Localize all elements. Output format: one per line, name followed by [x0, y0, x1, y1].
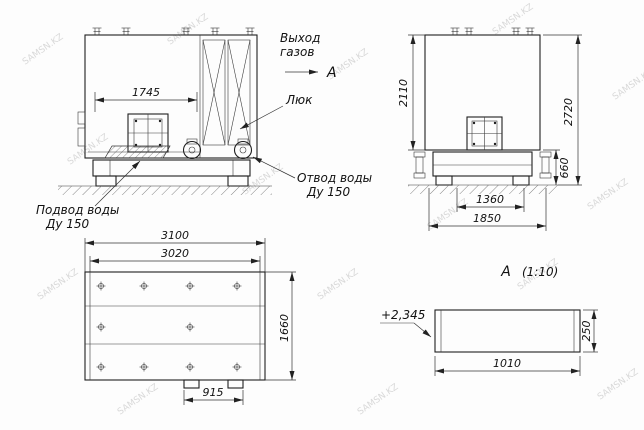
gas-outlet-label: Выход [280, 31, 320, 45]
dim-label-660: 660 [558, 158, 571, 179]
water-outlet-leader [252, 156, 296, 179]
bolt-icon [464, 27, 474, 36]
section-title-letter: А [500, 264, 511, 280]
watermark: SAMSN.KZ [36, 267, 80, 302]
elevation-label: +2,345 [381, 308, 425, 322]
dim-top-depth [265, 271, 296, 381]
bottom-tab [227, 379, 244, 389]
bolt-icon [450, 27, 460, 36]
support-frame [92, 159, 251, 177]
bottom-tab [183, 379, 200, 389]
bolt-icon [232, 281, 242, 291]
bolt-icon [185, 362, 195, 372]
watermark: SAMSN.KZ [491, 2, 535, 37]
dim-label-915: 915 [203, 386, 224, 399]
dim-label-250: 250 [580, 321, 593, 342]
bolt-icon [96, 281, 106, 291]
dim-label-2110: 2110 [397, 79, 410, 107]
water-supply-label: Подвод воды [36, 203, 119, 217]
water-outlet-label: Отвод воды [297, 171, 372, 185]
watermark: SAMSN.KZ [66, 132, 110, 167]
side-hatch [466, 116, 503, 151]
dim-label-1360: 1360 [476, 193, 504, 206]
section-letter: А [326, 65, 337, 81]
side-support-frame [432, 151, 533, 177]
dim-top-overall [84, 238, 266, 272]
support-foot [95, 175, 117, 187]
ground-hatch [58, 186, 272, 195]
dim-section-height [583, 309, 598, 353]
bolt-icon [92, 27, 102, 36]
dim-label-3020: 3020 [161, 247, 189, 260]
bolt-icon [185, 322, 195, 332]
section-view: А (1:10) +2,345 250 1010 [380, 264, 598, 376]
watermark: SAMSN.KZ [426, 197, 470, 232]
dim-front-width [94, 92, 198, 112]
watermark: SAMSN.KZ [356, 382, 400, 417]
watermark: SAMSN.KZ [596, 367, 640, 402]
gas-outlet-label: газов [280, 45, 314, 59]
side-view: 2110 2720 660 1360 1850 [397, 27, 582, 231]
dim-side-total-height [543, 34, 582, 186]
dim-side-base-width [456, 188, 525, 212]
bolt-icon [121, 27, 131, 36]
watermark: SAMSN.KZ [611, 67, 644, 102]
dim-side-base-height [543, 149, 560, 185]
side-fitting [77, 111, 86, 125]
front-view: 1745 Выход газов А Люк Отвод воды Ду 150… [36, 27, 372, 231]
front-flange-left [182, 138, 202, 160]
section-body [434, 309, 581, 353]
support-foot [435, 175, 453, 186]
dim-label-1660: 1660 [278, 314, 291, 342]
bolt-icon [185, 281, 195, 291]
water-supply-label: Ду 150 [45, 217, 90, 231]
gas-duct-panels [202, 39, 251, 146]
watermark: SAMSN.KZ [116, 382, 160, 417]
dim-side-total-width [428, 188, 547, 231]
dim-label-1850: 1850 [473, 212, 501, 225]
side-fitting [77, 127, 86, 147]
top-view: 3100 3020 1660 [84, 229, 296, 405]
dim-side-body-height [408, 34, 425, 151]
hatch-leader [239, 105, 284, 130]
ground-hatch [408, 185, 558, 194]
front-body [84, 34, 258, 159]
dim-label-1010: 1010 [493, 357, 521, 370]
dim-top-tabs [183, 390, 244, 405]
front-flange-right [233, 138, 253, 160]
support-foot [227, 175, 249, 187]
watermark: SAMSN.KZ [586, 177, 630, 212]
water-supply-leader [94, 160, 141, 207]
bolt-icon [232, 362, 242, 372]
hatch-label: Люк [285, 93, 313, 107]
water-outlet-label: Ду 150 [306, 185, 351, 199]
watermark: SAMSN.KZ [21, 32, 65, 67]
dim-label-3100: 3100 [161, 229, 189, 242]
bolt-icon [511, 27, 521, 36]
bolt-icon [96, 362, 106, 372]
bolt-icon [139, 281, 149, 291]
section-title-scale: (1:10) [522, 265, 558, 279]
side-fitting-left [413, 151, 426, 179]
dim-label-2720: 2720 [562, 98, 575, 126]
bolt-icon [525, 27, 535, 36]
support-foot [512, 175, 530, 186]
water-supply-port [104, 145, 171, 159]
dim-top-inner [89, 256, 261, 272]
elevation-leader [413, 322, 432, 338]
bolt-icon [210, 27, 220, 36]
side-body [424, 34, 541, 151]
bolt-icon [96, 322, 106, 332]
watermark: SAMSN.KZ [316, 267, 360, 302]
side-fitting-right [539, 151, 552, 179]
bolt-icon [245, 27, 255, 36]
top-body [84, 271, 266, 381]
dim-section-width [434, 356, 581, 376]
dim-label-1745: 1745 [132, 86, 160, 99]
bolt-icon [139, 362, 149, 372]
